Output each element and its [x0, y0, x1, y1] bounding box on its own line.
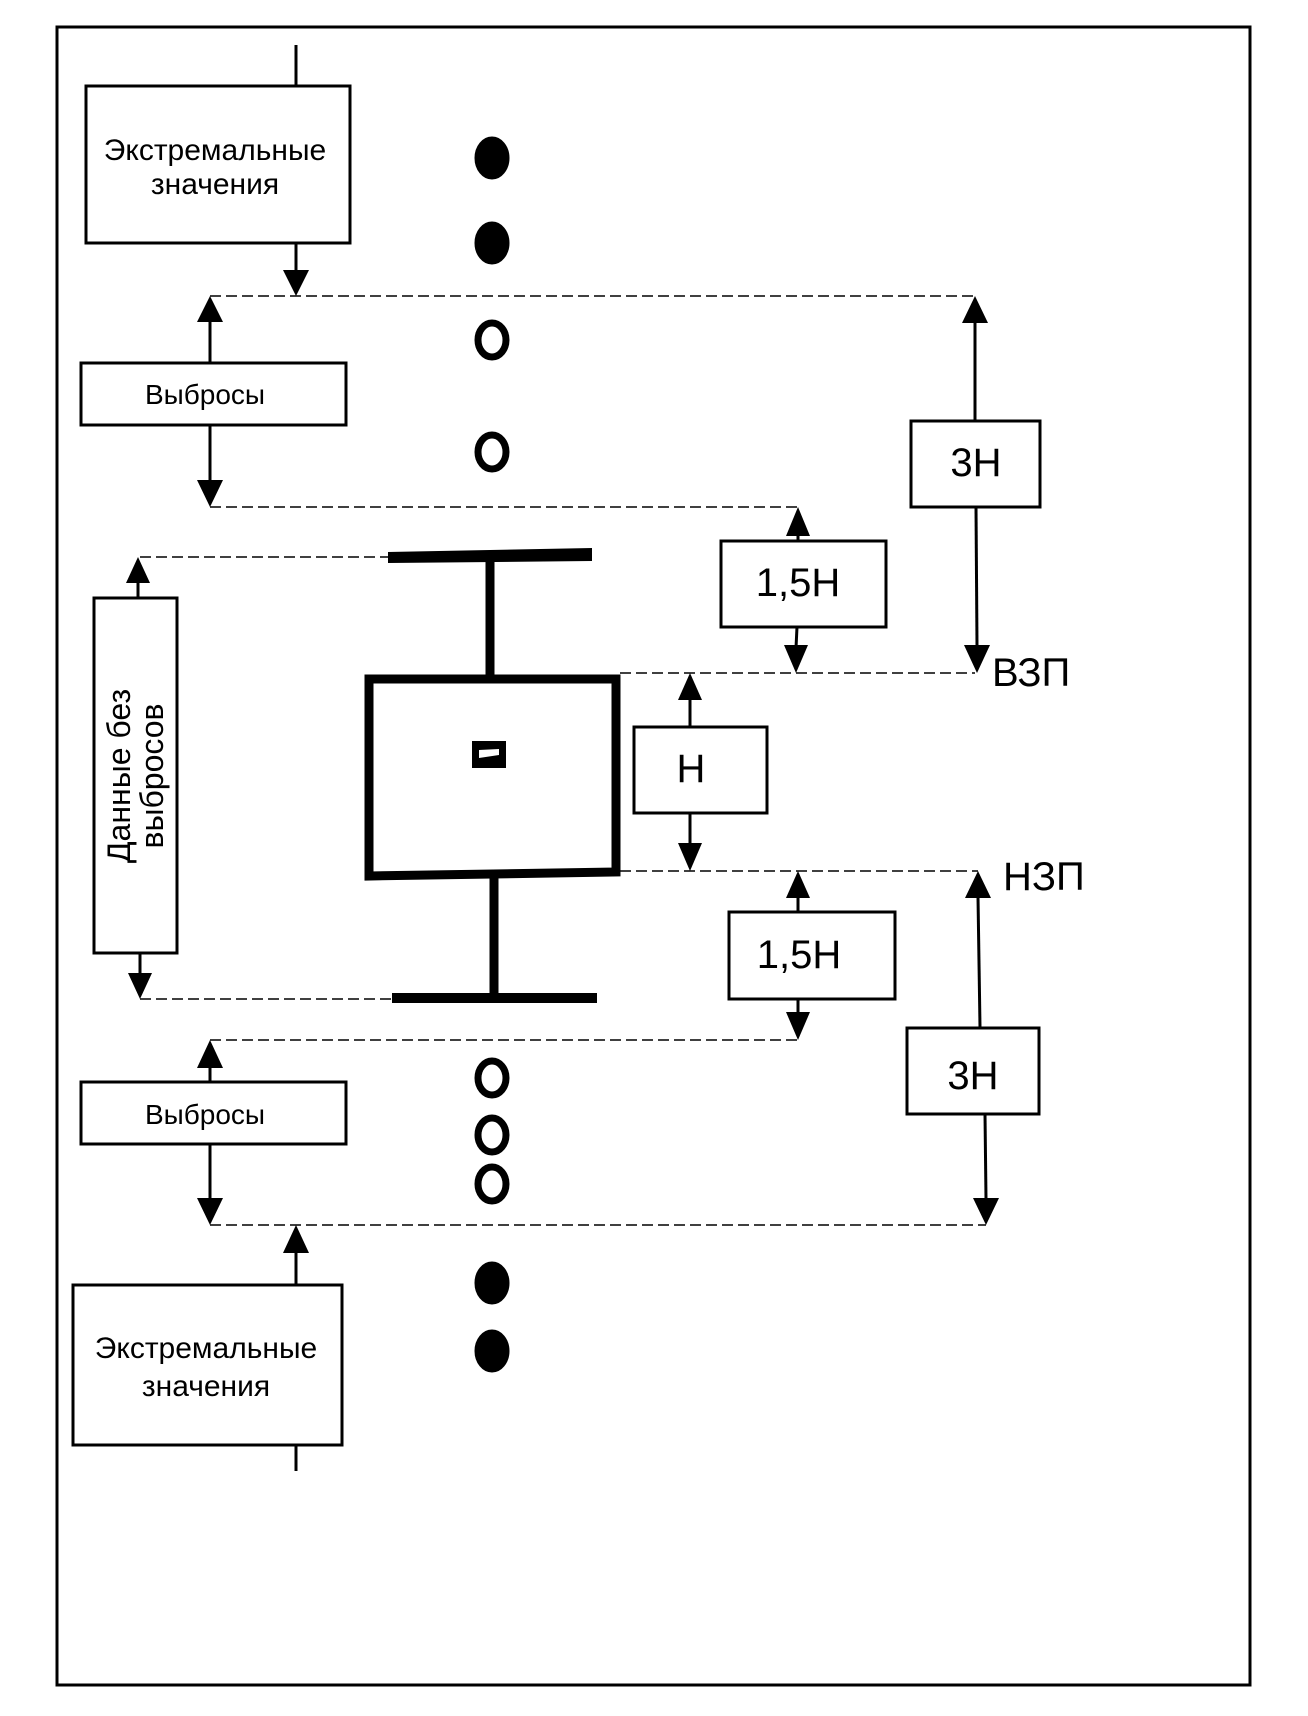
upper-hinge-label: ВЗП [992, 651, 1070, 695]
connector-line [976, 896, 982, 1028]
arrow-up-icon [197, 1040, 223, 1068]
arrow-down-icon [128, 973, 152, 999]
arrow-down-icon [283, 270, 309, 296]
outlier-point-outliers-top-2 [474, 431, 510, 473]
connector-line [794, 626, 799, 649]
arrow-down-icon [964, 645, 990, 673]
connector-line [974, 506, 979, 647]
factor-15h-bottom-box [727, 910, 897, 1001]
extreme-values-top-label-2: значения [151, 168, 279, 201]
extreme-values-bottom-box [71, 1283, 344, 1447]
outlier-point-outliers-bottom-1 [474, 1057, 510, 1099]
connector-line [983, 1113, 988, 1200]
extreme-point-extreme-top-1 [474, 136, 510, 180]
no-outliers-label-1: Данные без [101, 689, 137, 863]
arrow-up-icon [678, 673, 702, 700]
factor-3h-top-label: 3Н [950, 441, 1001, 485]
factor-3h-top-box [909, 419, 1042, 509]
arrow-up-icon [126, 557, 150, 583]
outlier-point-outliers-bottom-2 [474, 1114, 510, 1156]
iqr-h-box [632, 725, 769, 815]
outlier-point-outliers-top-1 [474, 319, 510, 361]
arrow-down-icon [197, 1198, 223, 1225]
arrow-up-icon [965, 871, 991, 898]
median-marker-inner [479, 749, 499, 758]
extreme-values-bottom-label-1: Экстремальные [95, 1332, 317, 1365]
arrow-down-icon [973, 1198, 999, 1225]
factor-15h-bottom-label: 1,5Н [757, 933, 842, 977]
arrow-up-icon [197, 296, 223, 322]
no-outliers-label-2: выбросов [134, 703, 170, 848]
lower-hinge-label: НЗП [1003, 855, 1085, 899]
factor-3h-bottom-box [905, 1026, 1041, 1116]
outlier-point-outliers-bottom-3 [474, 1163, 510, 1205]
whisker-bottom-cap [392, 993, 597, 1003]
arrow-down-icon [678, 843, 702, 871]
arrow-up-icon [962, 296, 988, 323]
arrow-up-icon [786, 507, 810, 536]
arrow-down-icon [786, 1012, 810, 1040]
outliers-top-box [79, 361, 348, 427]
arrow-down-icon [784, 645, 808, 673]
data-points [474, 136, 510, 1373]
outer-frame [55, 25, 1252, 1687]
outliers-bottom-label: Выбросы [145, 1099, 265, 1130]
outliers-top-label: Выбросы [145, 379, 265, 410]
arrow-up-icon [786, 871, 810, 898]
extreme-point-extreme-bottom-2 [474, 1329, 510, 1373]
extreme-values-bottom-label-2: значения [142, 1370, 270, 1403]
whisker-top-cap [388, 548, 592, 563]
factor-15h-top-box [719, 539, 888, 629]
extreme-values-top-box [84, 84, 352, 245]
iqr-h-label: Н [677, 747, 706, 791]
no-outliers-box [92, 596, 179, 955]
arrow-down-icon [197, 480, 223, 507]
factor-3h-bottom-label: 3Н [947, 1054, 998, 1098]
arrow-up-icon [283, 1225, 309, 1253]
extreme-point-extreme-bottom-1 [474, 1261, 510, 1305]
extreme-values-top-label-1: Экстремальные [104, 134, 326, 167]
outliers-bottom-box [79, 1080, 348, 1146]
factor-15h-top-label: 1,5Н [756, 561, 841, 605]
extreme-point-extreme-top-2 [474, 221, 510, 265]
iqr-box [364, 674, 621, 881]
